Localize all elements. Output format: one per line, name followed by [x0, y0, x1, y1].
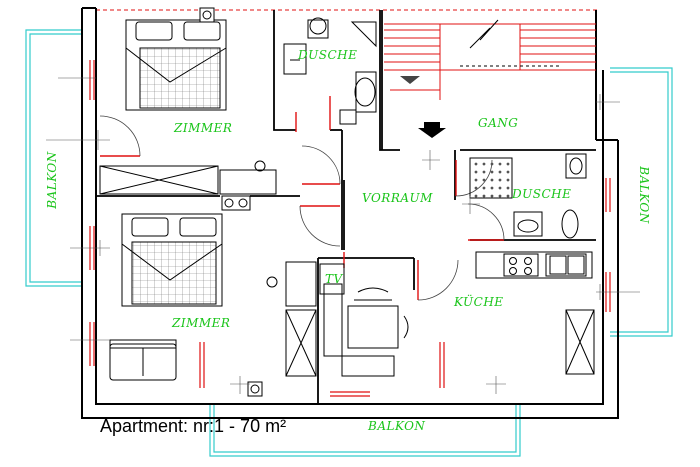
label-balkon-right: BALKON — [637, 165, 651, 223]
sofa — [109, 339, 177, 381]
label-zimmer-top: ZIMMER — [173, 121, 232, 135]
label-dusche-top: DUSCHE — [297, 48, 357, 62]
axis-marks — [46, 77, 640, 394]
staircase — [384, 19, 596, 100]
wardrobe — [99, 160, 277, 195]
bathroom-top — [283, 17, 377, 125]
vent-symbols — [199, 7, 263, 397]
balcony-right-outline — [610, 67, 673, 337]
label-vorraum: VORRAUM — [362, 191, 433, 205]
label-tv: TV — [325, 272, 344, 286]
label-balkon-left: BALKON — [45, 151, 59, 209]
label-zimmer-bottom: ZIMMER — [171, 316, 230, 330]
kitchen-cabinet — [565, 309, 595, 375]
label-gang: GANG — [478, 116, 518, 130]
stair-arrow — [400, 76, 420, 84]
bed-bottom — [121, 213, 223, 307]
bed-top — [125, 19, 227, 111]
label-kuche: KÜCHE — [453, 293, 504, 309]
apartment-title: Apartment: nr:1 - 70 m² — [100, 416, 287, 436]
kitchen-counter — [475, 251, 593, 279]
doors — [100, 96, 504, 300]
label-balkon-bottom: BALKON — [367, 419, 425, 433]
tv-unit — [319, 263, 345, 295]
balcony-outlines — [25, 29, 673, 457]
exterior-walls — [81, 7, 619, 419]
label-dusche-right: DUSCHE — [511, 187, 571, 201]
windows — [89, 60, 611, 397]
balcony-left-outline — [25, 29, 82, 287]
bathroom-right — [469, 153, 587, 239]
interior-walls — [97, 10, 596, 404]
closet-left — [266, 261, 317, 377]
dining-table — [323, 283, 409, 377]
balcony-bottom-outline — [209, 404, 521, 457]
entrance-arrow-icon — [418, 122, 446, 138]
